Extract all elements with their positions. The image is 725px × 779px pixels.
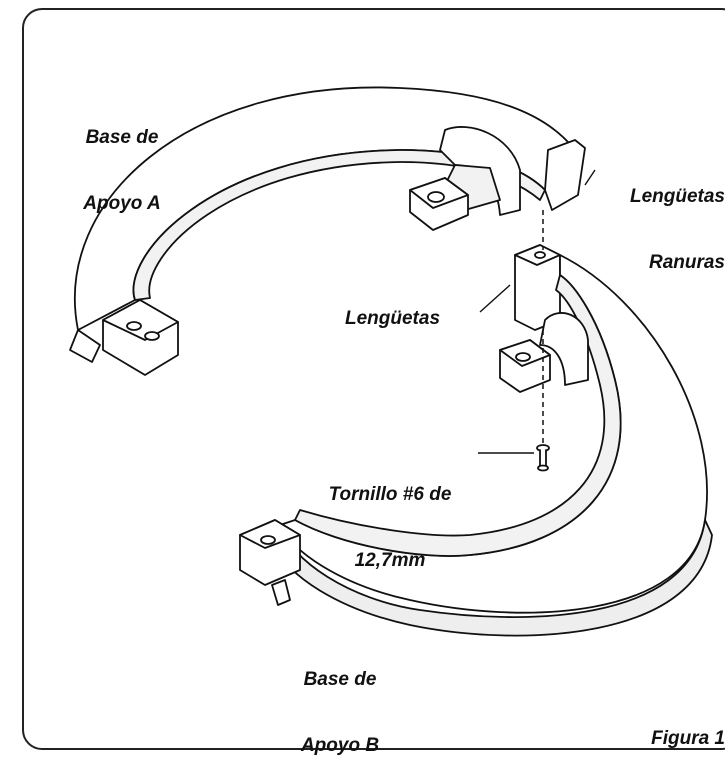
label-lenguetas-mid: Lengüetas (345, 308, 441, 329)
label-lenguetas-ranuras: Lengüetas Ranuras (585, 142, 725, 296)
figure-caption: Figura 1 (651, 728, 725, 749)
label-tornillo-line1: Tornillo #6 de (328, 484, 452, 505)
label-tornillo: Tornillo #6 de 12,7mm (305, 440, 475, 594)
base-b-part (239, 244, 713, 637)
label-base-b-line2: Apoyo B (300, 735, 380, 756)
screw-part (536, 444, 550, 472)
label-tornillo-line2: 12,7mm (354, 550, 426, 571)
leader-lenguetas-ranuras (584, 169, 596, 186)
leader-lenguetas (479, 284, 511, 313)
label-lenguetas-top: Lengüetas (629, 186, 725, 207)
base-a-part (69, 86, 586, 376)
label-base-a-line2: Apoyo A (83, 193, 161, 214)
label-base-b-line1: Base de (303, 669, 377, 690)
label-base-b: Base de Apoyo B (280, 625, 400, 779)
label-base-a-line1: Base de (85, 127, 159, 148)
label-base-a: Base de Apoyo A (62, 83, 182, 237)
assembly-diagram (69, 86, 713, 637)
label-ranuras: Ranuras (648, 252, 725, 273)
